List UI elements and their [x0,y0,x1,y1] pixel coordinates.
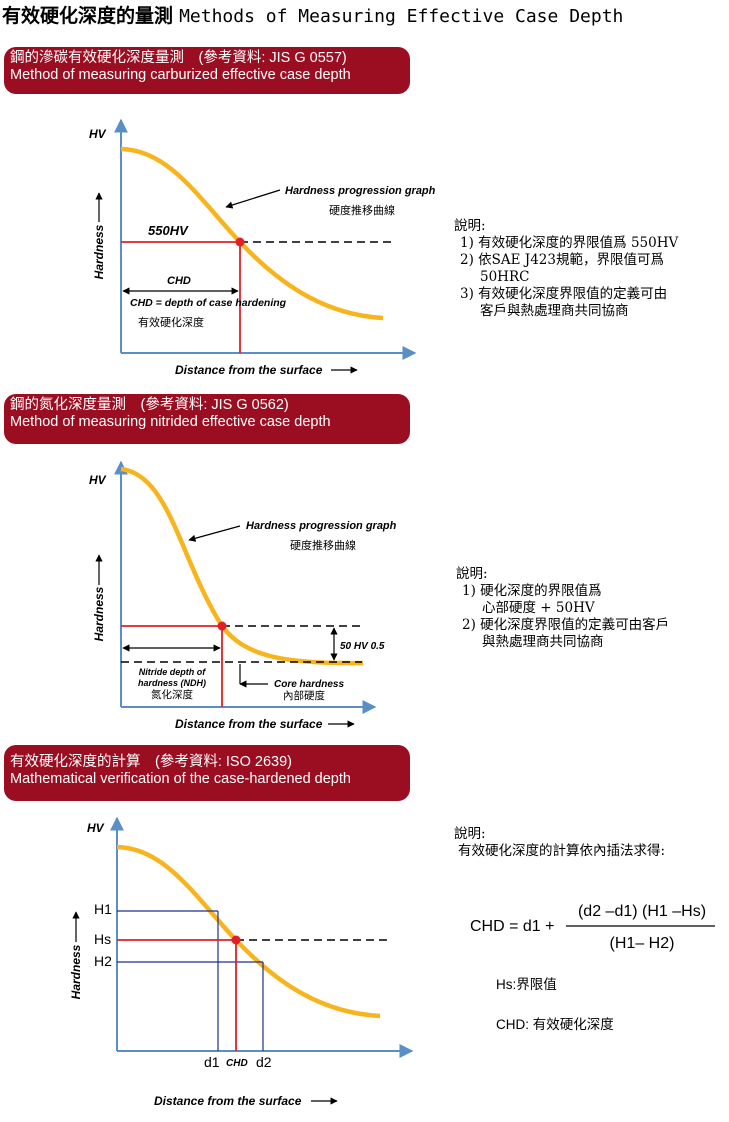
x-axis-label: Distance from the surface [175,717,323,731]
x-axis-label: Distance from the surface [154,1094,302,1108]
threshold-point [231,935,241,945]
note-item: 1) 硬化深度的界限值爲 [462,583,602,599]
curve-label-zh: 硬度推移曲線 [329,203,395,217]
note-heading: 說明: [454,826,486,842]
definition-chd: CHD: 有效硬化深度 [496,1017,614,1032]
section-banner-calculation: 有效硬化深度的計算 (參考資料: ISO 2639) Mathematical … [4,745,410,801]
note-heading: 說明: [456,566,488,582]
formula-denominator: (H1– H2) [610,935,675,952]
ndh-label-zh: 氮化深度 [151,688,193,701]
formula-numerator: (d2 –d1) (H1 –Hs) [578,903,706,920]
notes-calculation: 說明: 有效硬化深度的計算依內插法求得: [454,826,665,860]
threshold-label: 550HV [148,223,189,238]
section-banner-nitrided: 鋼的氮化深度量測 (參考資料: JIS G 0562) Method of me… [4,394,410,444]
page-title: 有效硬化深度的量測 Methods of Measuring Effective… [2,4,623,29]
d2-label: d2 [256,1054,272,1070]
x-axis-label: Distance from the surface [175,363,323,377]
banner-zh: 鋼的滲碳有效硬化深度量測 (參考資料: JIS G 0557) [10,50,347,66]
h1-label: H1 [94,901,112,917]
ndh-label-2: hardness (NDH) [138,678,206,688]
calculation-graph: HV Hardness Distance from the surface H1… [69,816,414,1108]
carburized-graph: HV Hardness Distance from the surface Ha… [89,118,436,377]
note-item-continued: 客戶與熱處理商共同協商 [480,303,629,319]
banner-en: Mathematical verification of the case-ha… [10,771,351,787]
nitrided-graph: HV Hardness Distance from the surface Ha… [89,460,397,731]
formula-lhs: CHD = d1 + [470,918,554,935]
core-label-en: Core hardness [274,679,344,690]
delta-label: 50 HV 0.5 [340,641,385,652]
curve-label-pointer [225,189,281,209]
note-item-continued: 50HRC [480,269,530,285]
y-axis-title: HV [89,473,107,487]
curve-label-zh: 硬度推移曲線 [290,538,356,552]
hs-label: Hs [94,931,111,947]
notes-nitrided: 說明: 1) 硬化深度的界限值爲 心部硬度 + 50HV 2) 硬化深度界限值的… [456,566,669,651]
page-title-zh: 有效硬化深度的量測 [2,5,174,27]
hardness-curve [120,466,364,666]
page-title-en: Methods of Measuring Effective Case Dept… [179,6,624,27]
curve-label-en: Hardness progression graph [246,520,397,532]
y-axis-title: HV [87,821,105,835]
note-item-continued: 心部硬度 + 50HV [482,600,595,616]
ndh-label-1: Nitride depth of [139,667,206,677]
banner-en: Method of measuring nitrided effective c… [10,414,331,430]
chd-label: CHD [167,275,191,287]
hardness-curve [116,844,381,1019]
chd-definition: CHD = depth of case hardening [130,297,287,309]
d1-label: d1 [204,1054,220,1070]
banner-zh: 鋼的氮化深度量測 (參考資料: JIS G 0562) [10,397,289,413]
banner-zh: 有效硬化深度的計算 (參考資料: ISO 2639) [10,754,292,770]
chd-formula: CHD = d1 + (d2 –d1) (H1 –Hs) (H1– H2) [470,903,715,952]
y-axis-label: Hardness [92,586,106,641]
note-item: 1) 有效硬化深度的界限值爲 550HV [460,235,679,251]
note-item: 有效硬化深度的計算依內插法求得: [458,843,666,859]
banner-en: Method of measuring carburized effective… [10,67,351,83]
curve-label-pointer [188,525,241,542]
note-item: 2) 硬化深度界限值的定義可由客戶 [462,617,670,633]
notes-carburized: 說明: 1) 有效硬化深度的界限值爲 550HV 2) 依SAE J423規範，… [454,218,678,320]
core-label-zh: 內部硬度 [283,689,325,702]
y-axis-label: Hardness [69,944,83,999]
threshold-point [235,237,245,247]
y-axis-title: HV [89,127,107,141]
note-item: 3) 有效硬化深度界限值的定義可由 [460,286,668,302]
section-banner-carburized: 鋼的滲碳有效硬化深度量測 (參考資料: JIS G 0557) Method o… [4,47,410,94]
threshold-point [217,621,227,631]
definition-hs: Hs:界限值 [496,977,557,992]
chd-definition-zh: 有效硬化深度 [138,315,204,329]
curve-label-en: Hardness progression graph [285,185,436,197]
y-axis-label: Hardness [92,224,106,279]
note-heading: 說明: [454,218,486,234]
h2-label: H2 [94,953,112,969]
chd-label: CHD [226,1058,248,1069]
note-item-continued: 與熱處理商共同協商 [482,634,604,650]
note-item: 2) 依SAE J423規範，界限值可爲 [460,252,664,268]
